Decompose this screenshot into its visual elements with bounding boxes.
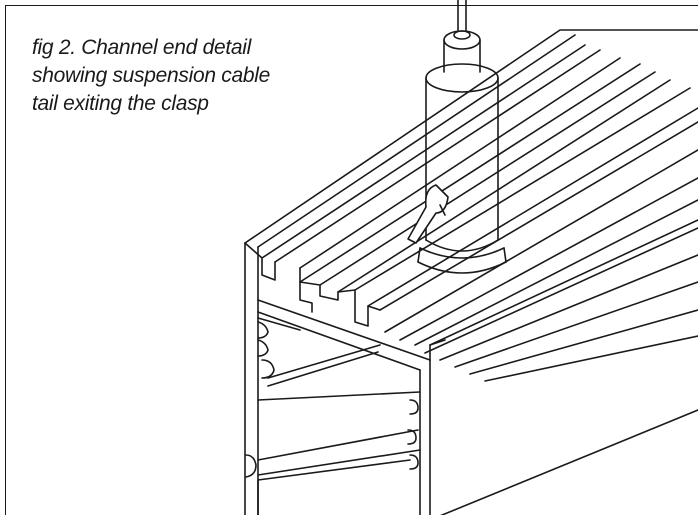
caption-line-2: showing suspension cable bbox=[32, 64, 270, 87]
caption-line-3: tail exiting the clasp bbox=[32, 92, 209, 115]
cable-clasp bbox=[407, 0, 507, 274]
channel-end-profile bbox=[244, 219, 698, 515]
channel-rails bbox=[244, 29, 698, 382]
figure-caption: fig 2. Channel end detail showing suspen… bbox=[32, 34, 332, 118]
figure-frame bbox=[5, 5, 698, 515]
caption-line-1: fig 2. Channel end detail bbox=[32, 36, 251, 59]
